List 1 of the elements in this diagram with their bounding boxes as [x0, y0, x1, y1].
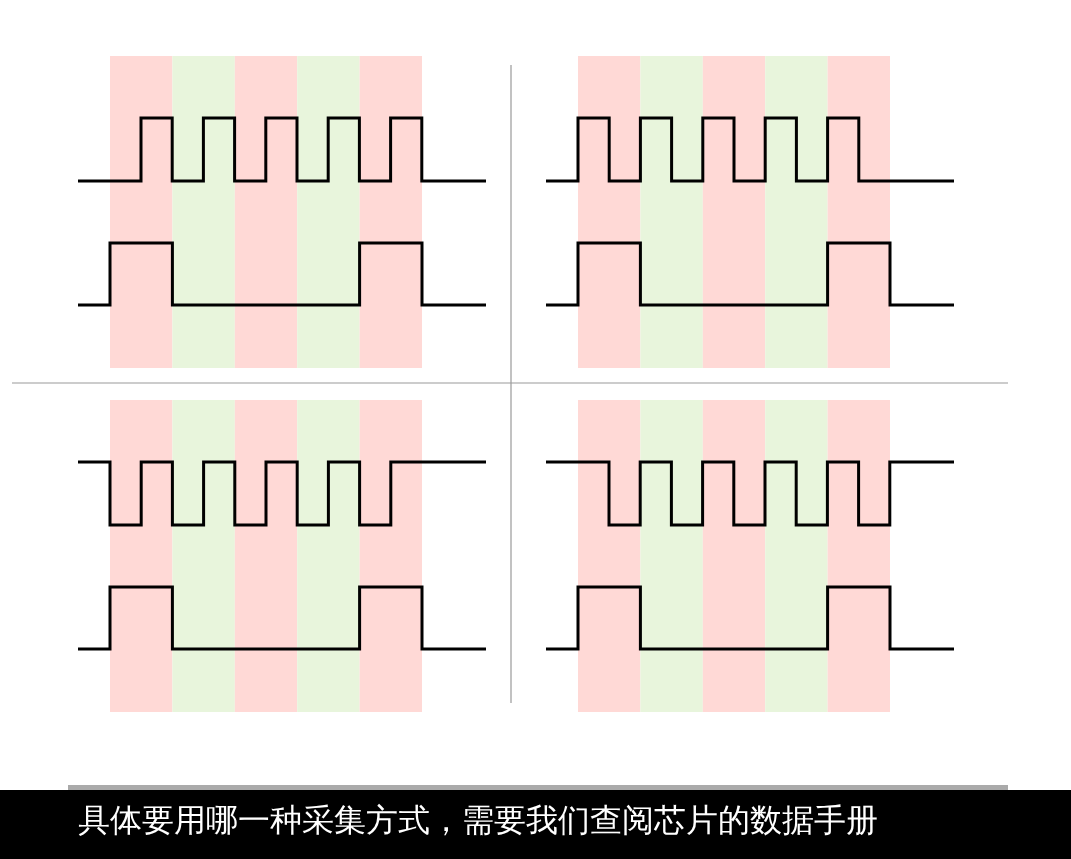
- subtitle-text: 具体要用哪一种采集方式，需要我们查阅芯片的数据手册: [78, 800, 878, 840]
